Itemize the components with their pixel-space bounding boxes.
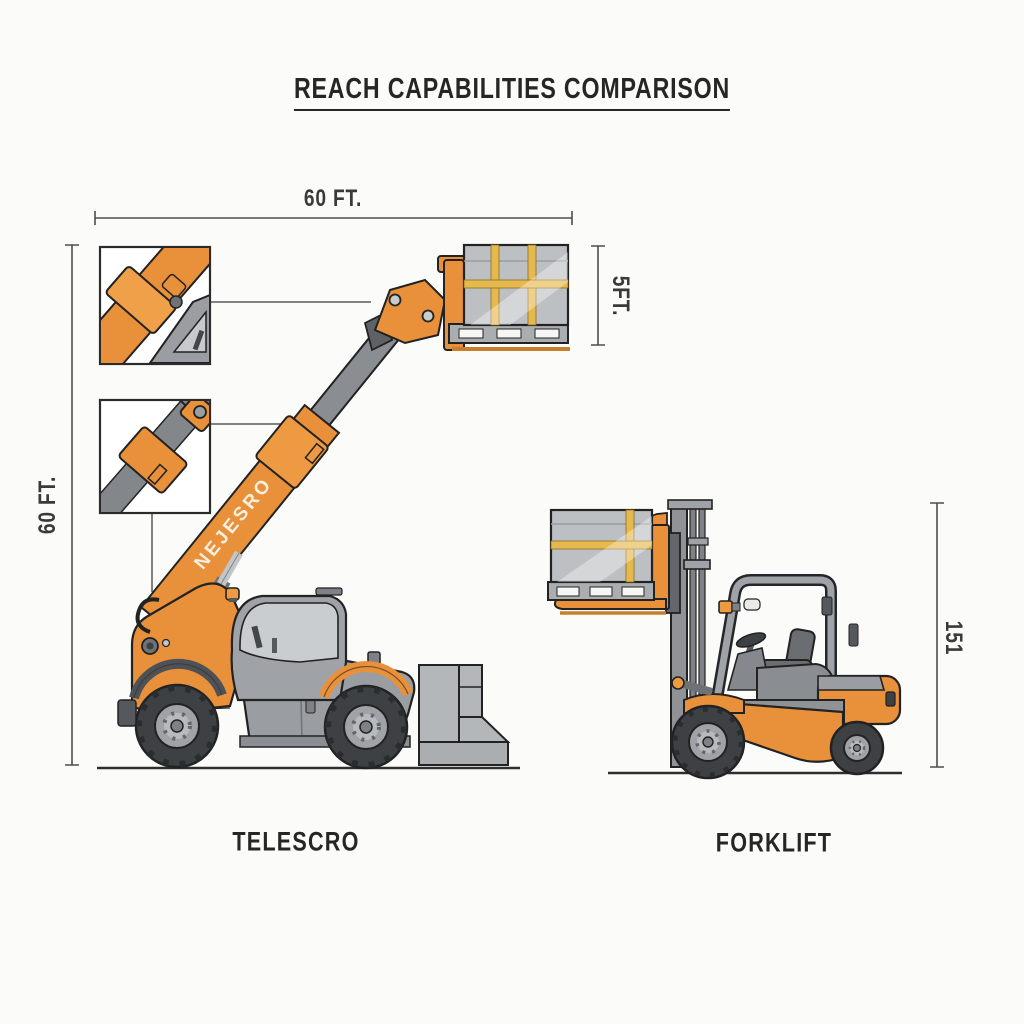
detail-callout-bottom	[98, 398, 212, 515]
diagram-title: REACH CAPABILITIES COMPARISON	[293, 73, 731, 111]
forklift-overhead-guard	[708, 574, 837, 718]
callout-leader-lines	[151, 301, 371, 592]
vertical-reach-label: 60 FT.	[34, 475, 61, 535]
telehandler-illustration: NEJESRO	[117, 243, 570, 770]
telehandler-label: TELESCRO	[232, 826, 360, 857]
forklift-illustration	[547, 499, 902, 780]
load-height-label: 5FT.	[607, 275, 634, 317]
forklift-front-wheel	[670, 704, 746, 780]
telehandler-cab	[225, 587, 348, 702]
telehandler-rear-wheel	[134, 683, 220, 769]
telehandler-pallet-load	[448, 243, 570, 344]
forklift-label: FORKLIFT	[715, 827, 833, 858]
forklift-rear-wheel	[829, 720, 885, 776]
detail-callout-top	[98, 245, 212, 366]
dim-line-vertical-reach	[65, 244, 79, 766]
telehandler-front-wheel	[323, 684, 409, 770]
forklift-reach-label: 151	[940, 620, 967, 656]
forklift-pallet-load	[547, 508, 655, 601]
dim-line-load-height	[591, 245, 605, 346]
dimension-lines	[65, 211, 944, 768]
loading-blocks	[418, 664, 511, 766]
dim-line-forklift-reach	[930, 502, 944, 768]
horizontal-reach-label: 60 FT.	[303, 185, 363, 212]
forklift-carriage	[553, 512, 681, 615]
ground-lines	[97, 766, 902, 775]
telehandler-boom-head	[363, 255, 570, 352]
dim-line-horizontal-reach	[94, 211, 573, 225]
telehandler-fenders	[117, 658, 414, 727]
